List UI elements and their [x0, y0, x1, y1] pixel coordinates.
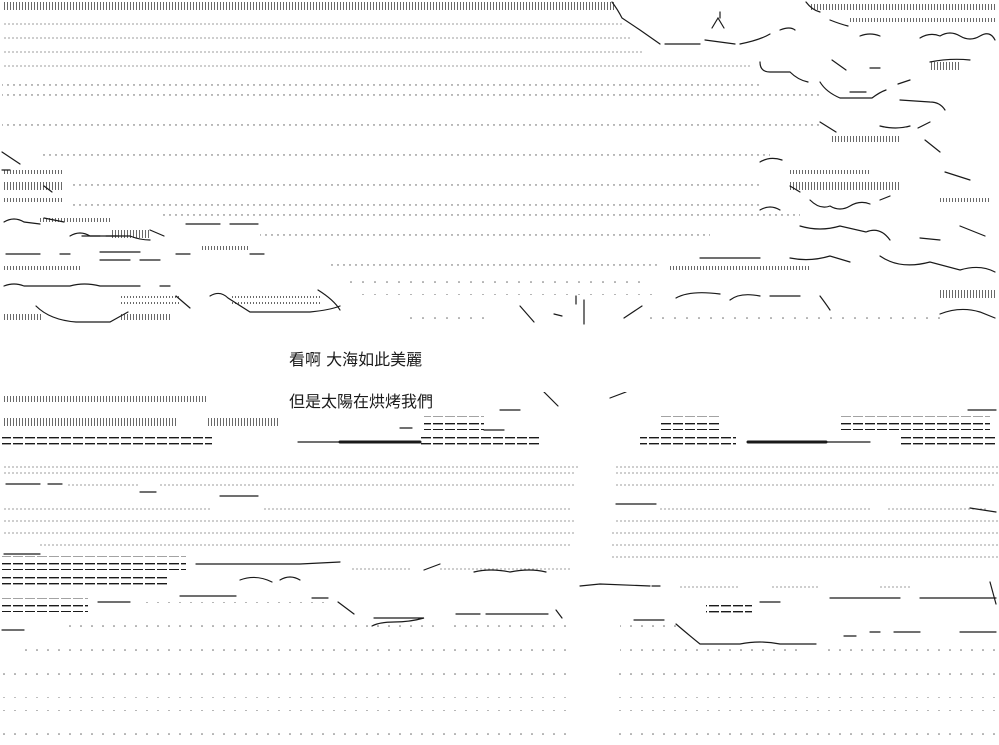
ascii-art-sky-panel [0, 0, 999, 335]
ascii-sea-horizon-icon [1, 392, 998, 738]
caption-line-2: 但是太陽在烘烤我們 [289, 392, 438, 412]
ascii-art-sea-panel [0, 392, 999, 745]
ascii-seascape-clouds-icon [1, 1, 997, 325]
caption-line-1: 看啊 大海如此美麗 [289, 350, 423, 369]
